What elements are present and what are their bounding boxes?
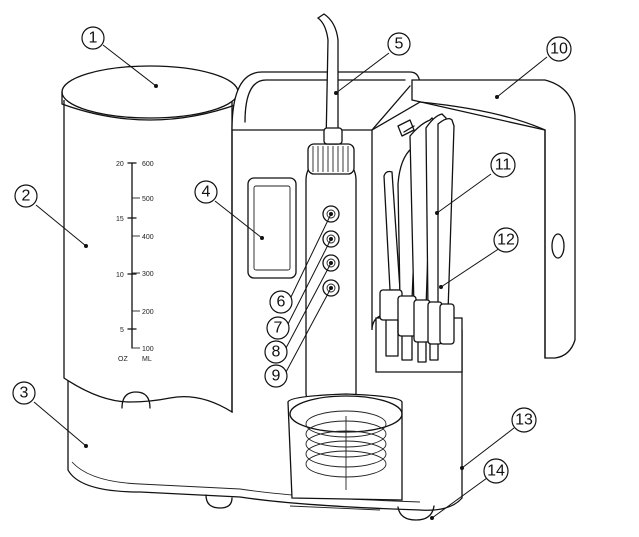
storage-door[interactable] xyxy=(411,79,576,359)
nozzle-collar xyxy=(307,143,355,175)
ml-unit-label: ML xyxy=(142,356,152,363)
callout-5-label: 5 xyxy=(395,36,404,53)
oz-tick-15: 15 xyxy=(116,216,124,223)
callout-14-label: 14 xyxy=(487,463,505,480)
callout-1: 1 xyxy=(81,26,105,50)
callout-5: 5 xyxy=(387,32,411,56)
ml-tick-500: 500 xyxy=(142,196,154,203)
ml-tick-400: 400 xyxy=(142,234,154,241)
ml-tick-200: 200 xyxy=(142,309,154,316)
callout-9: 9 xyxy=(264,364,288,388)
callout-6-label: 6 xyxy=(277,294,286,311)
display-panel xyxy=(247,177,297,279)
callout-11: 11 xyxy=(490,152,516,178)
callout-13-label: 13 xyxy=(515,412,533,429)
leader-lines xyxy=(33,44,548,520)
callout-14: 14 xyxy=(483,458,509,484)
callout-3-label: 3 xyxy=(20,385,29,402)
callout-8-label: 8 xyxy=(272,344,281,361)
callout-13: 13 xyxy=(511,407,537,433)
callout-11-label: 11 xyxy=(495,157,512,174)
callout-12-label: 12 xyxy=(497,232,515,249)
reservoir-lid xyxy=(61,65,239,119)
callout-8: 8 xyxy=(264,340,288,364)
callout-10-label: 10 xyxy=(550,41,568,58)
hose-holder xyxy=(287,393,403,501)
callout-12: 12 xyxy=(493,227,519,253)
callout-10: 10 xyxy=(546,36,572,62)
callout-4: 4 xyxy=(194,180,218,204)
callout-2-label: 2 xyxy=(22,188,31,205)
volume-scale: 20 15 10 5 600 500 400 300 200 100 OZ ML xyxy=(116,161,154,363)
water-reservoir: 20 15 10 5 600 500 400 300 200 100 OZ ML xyxy=(61,65,239,414)
oz-tick-20: 20 xyxy=(116,161,124,168)
callouts: 1 2 3 4 5 6 7 8 xyxy=(12,26,572,484)
ml-tick-600: 600 xyxy=(142,161,154,168)
callout-7: 7 xyxy=(266,316,290,340)
callout-4-label: 4 xyxy=(202,184,211,201)
oz-tick-5: 5 xyxy=(120,327,124,334)
door-latch[interactable] xyxy=(551,233,565,259)
ml-tick-300: 300 xyxy=(142,271,154,278)
callout-6: 6 xyxy=(269,290,293,314)
callout-1-label: 1 xyxy=(89,30,98,47)
ml-tick-100: 100 xyxy=(142,346,154,353)
callout-7-label: 7 xyxy=(274,320,283,337)
callout-9-label: 9 xyxy=(272,368,281,385)
callout-3: 3 xyxy=(12,381,36,405)
oz-tick-10: 10 xyxy=(116,272,124,279)
oz-unit-label: OZ xyxy=(118,356,128,363)
callout-2: 2 xyxy=(14,184,38,208)
installed-nozzle xyxy=(316,13,339,145)
